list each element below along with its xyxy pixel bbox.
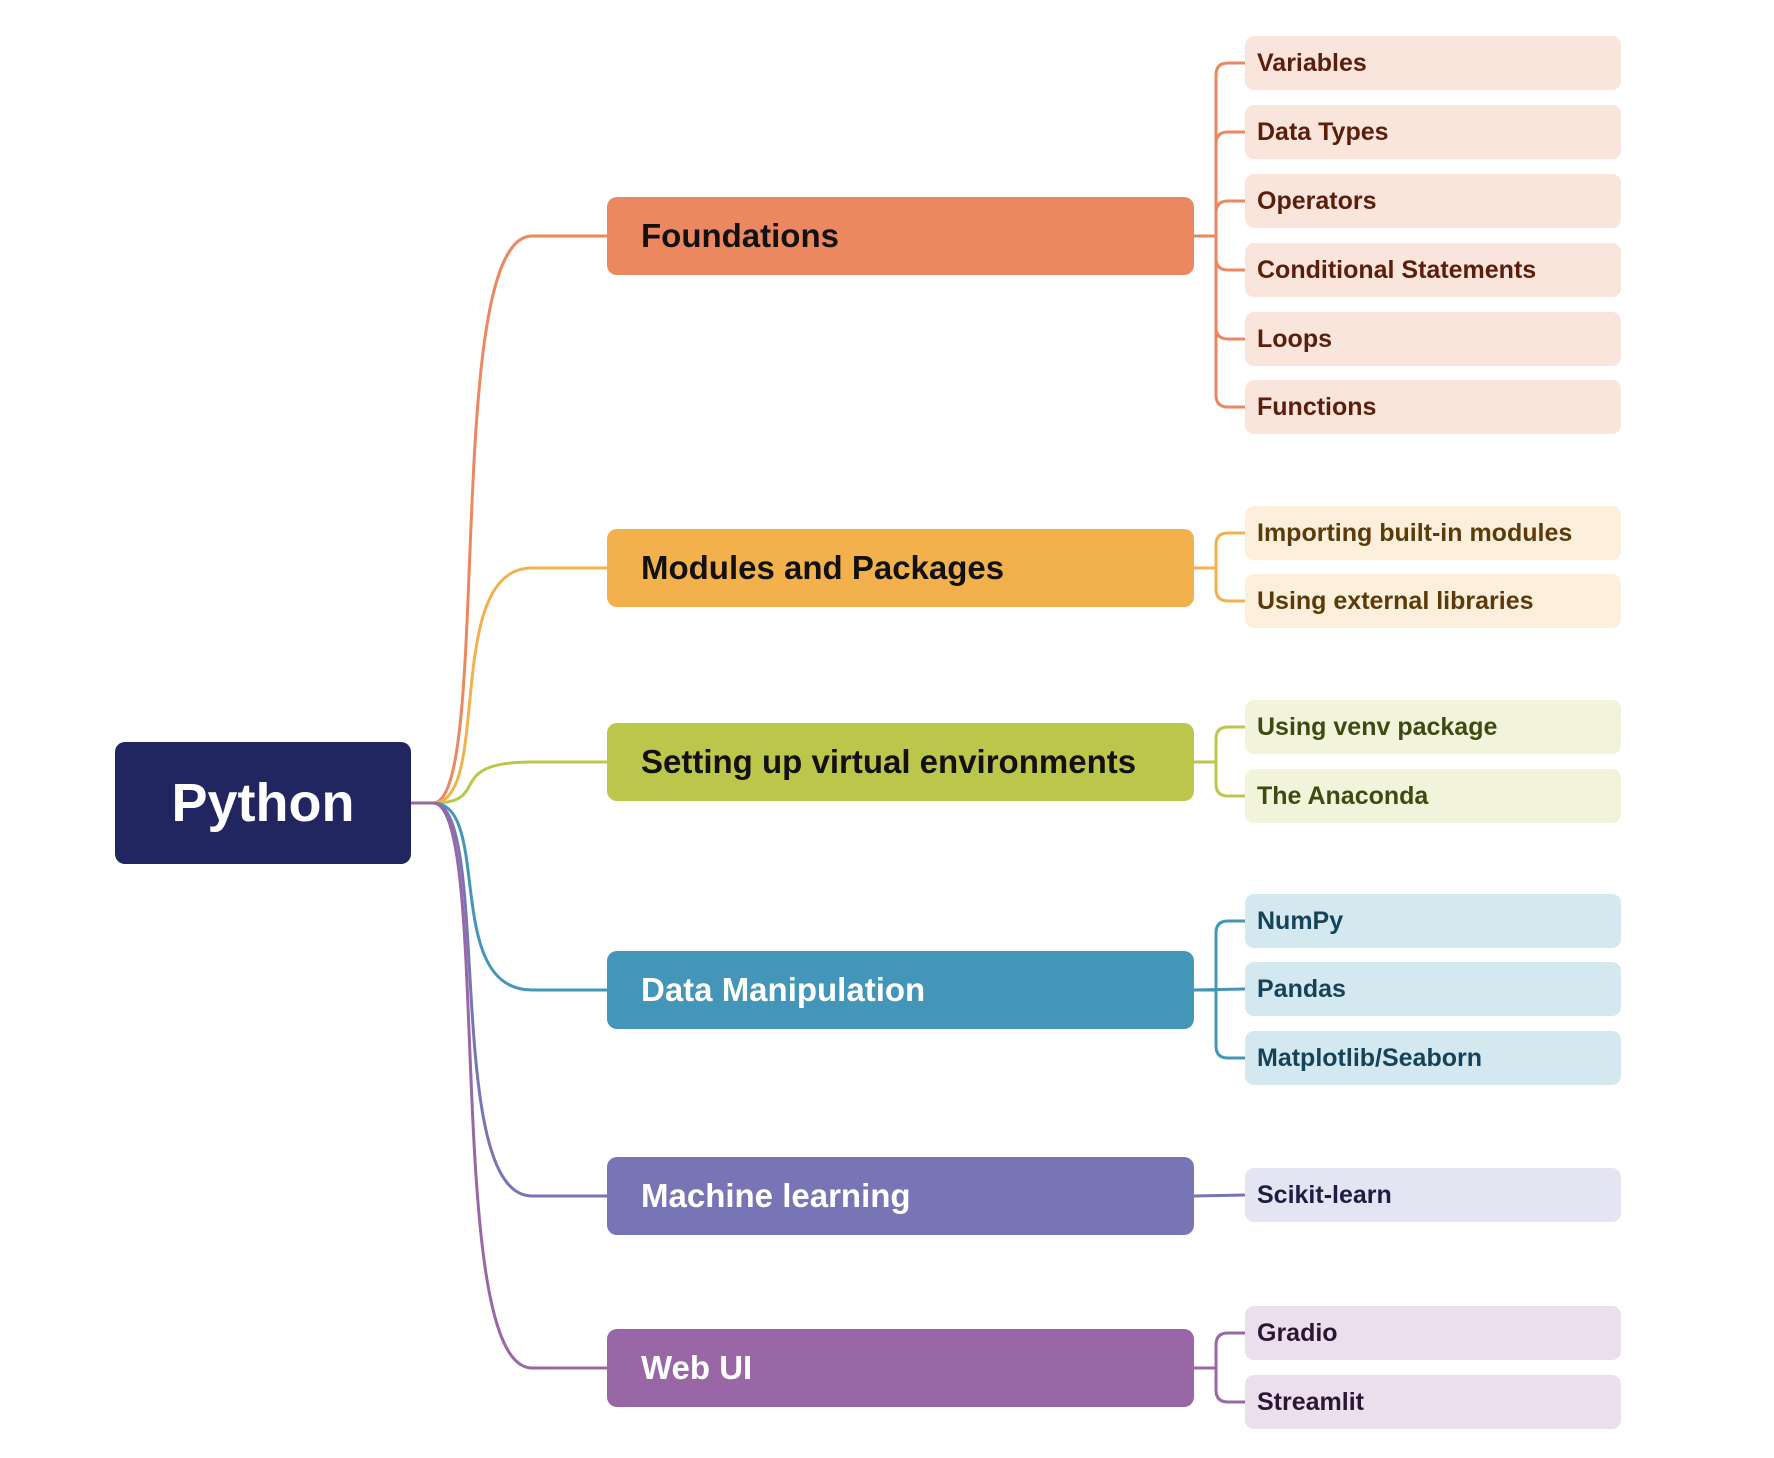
branch-label: Data Manipulation bbox=[641, 971, 926, 1008]
leaf-label: NumPy bbox=[1257, 906, 1344, 935]
leaf-label: Pandas bbox=[1257, 974, 1346, 1003]
branch-foundations[interactable]: Foundations bbox=[607, 197, 1194, 275]
connector-modules-to-leaf bbox=[1192, 531, 1247, 570]
leaf-label: Data Types bbox=[1257, 117, 1389, 146]
leaf-label: Conditional Statements bbox=[1257, 255, 1537, 284]
connector-foundations-to-leaf bbox=[1192, 234, 1247, 272]
connector-root-to-ml bbox=[409, 801, 609, 1198]
leaf-label: Streamlit bbox=[1257, 1387, 1364, 1416]
leaf-matplotlib-seaborn[interactable]: Matplotlib/Seaborn bbox=[1245, 1031, 1621, 1085]
leaf-the-anaconda[interactable]: The Anaconda bbox=[1245, 769, 1621, 823]
leaf-label: Matplotlib/Seaborn bbox=[1257, 1043, 1482, 1072]
connector-venv-to-leaf bbox=[1192, 760, 1247, 798]
leaf-pandas[interactable]: Pandas bbox=[1245, 962, 1621, 1016]
leaf-label: Gradio bbox=[1257, 1318, 1338, 1347]
connector-foundations-to-leaf bbox=[1192, 199, 1247, 238]
connector-foundations-to-leaf bbox=[1192, 234, 1247, 341]
leaf-functions[interactable]: Functions bbox=[1245, 380, 1621, 434]
leaf-operators[interactable]: Operators bbox=[1245, 174, 1621, 228]
branch-label: Machine learning bbox=[641, 1177, 911, 1214]
connector-webui-to-leaf bbox=[1192, 1331, 1247, 1370]
branch-virtual-environments[interactable]: Setting up virtual environments bbox=[607, 723, 1194, 801]
connector-root-to-modules bbox=[409, 566, 609, 805]
leaf-label: The Anaconda bbox=[1257, 781, 1429, 810]
leaf-label: Using external libraries bbox=[1257, 586, 1534, 615]
leaf-using-venv-package[interactable]: Using venv package bbox=[1245, 700, 1621, 754]
leaf-label: Scikit-learn bbox=[1257, 1180, 1392, 1209]
connector-venv-to-leaf bbox=[1192, 725, 1247, 764]
leaf-variables[interactable]: Variables bbox=[1245, 36, 1621, 90]
connector-root-to-venv bbox=[409, 760, 609, 805]
leaf-label: Variables bbox=[1257, 48, 1367, 77]
connector-data-to-leaf bbox=[1192, 919, 1247, 992]
connector-data-to-leaf bbox=[1192, 988, 1247, 1060]
connector-webui-to-leaf bbox=[1192, 1366, 1247, 1404]
branch-data-manipulation[interactable]: Data Manipulation bbox=[607, 951, 1194, 1029]
connector-foundations-to-leaf bbox=[1192, 234, 1247, 409]
branch-label: Setting up virtual environments bbox=[641, 743, 1137, 780]
leaf-scikit-learn[interactable]: Scikit-learn bbox=[1245, 1168, 1621, 1222]
leaf-label: Operators bbox=[1257, 186, 1377, 215]
leaf-label: Using venv package bbox=[1257, 712, 1498, 741]
connector-ml-to-leaf bbox=[1192, 1193, 1247, 1198]
leaf-gradio[interactable]: Gradio bbox=[1245, 1306, 1621, 1360]
leaf-label: Importing built-in modules bbox=[1257, 518, 1573, 547]
connector-foundations-to-leaf bbox=[1192, 130, 1247, 238]
leaf-streamlit[interactable]: Streamlit bbox=[1245, 1375, 1621, 1429]
connector-root-to-foundations bbox=[409, 234, 609, 805]
branch-label: Web UI bbox=[641, 1349, 753, 1386]
branch-modules-and-packages[interactable]: Modules and Packages bbox=[607, 529, 1194, 607]
connector-root-to-data bbox=[409, 801, 609, 992]
root-label: Python bbox=[171, 773, 355, 833]
branch-web-ui[interactable]: Web UI bbox=[607, 1329, 1194, 1407]
leaf-data-types[interactable]: Data Types bbox=[1245, 105, 1621, 159]
connector-foundations-to-leaf bbox=[1192, 61, 1247, 238]
leaf-conditional-statements[interactable]: Conditional Statements bbox=[1245, 243, 1621, 297]
connector-root-to-webui bbox=[409, 801, 609, 1370]
leaf-label: Loops bbox=[1257, 324, 1332, 353]
branch-label: Modules and Packages bbox=[641, 549, 1005, 586]
leaf-importing-built-in-modules[interactable]: Importing built-in modules bbox=[1245, 506, 1621, 560]
connector-modules-to-leaf bbox=[1192, 566, 1247, 603]
leaf-label: Functions bbox=[1257, 392, 1377, 421]
branch-machine-learning[interactable]: Machine learning bbox=[607, 1157, 1194, 1235]
leaf-numpy[interactable]: NumPy bbox=[1245, 894, 1621, 948]
leaf-loops[interactable]: Loops bbox=[1245, 312, 1621, 366]
branch-label: Foundations bbox=[641, 217, 839, 254]
leaf-using-external-libraries[interactable]: Using external libraries bbox=[1245, 574, 1621, 628]
root-node-python[interactable]: Python bbox=[115, 742, 411, 864]
